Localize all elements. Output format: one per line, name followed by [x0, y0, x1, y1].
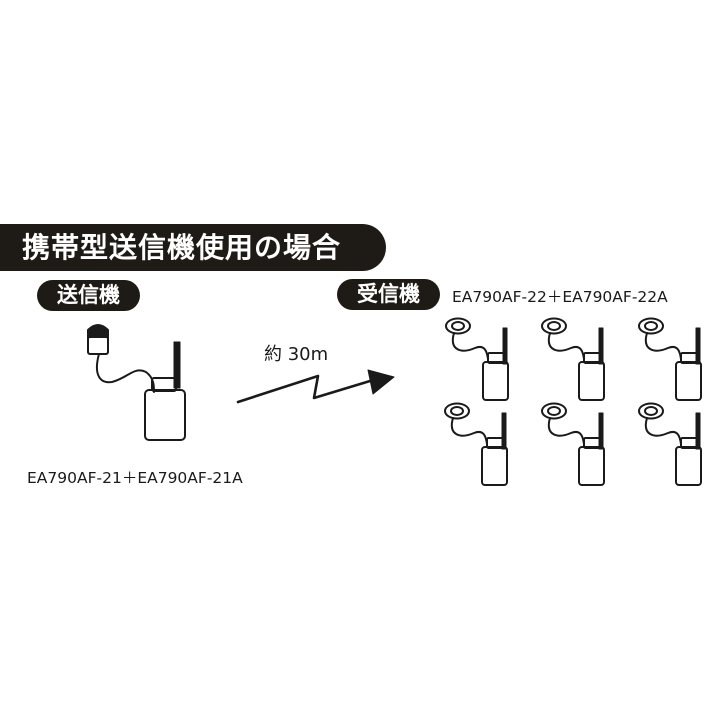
receiver-icon [638, 317, 702, 401]
receiver-icon [638, 402, 702, 486]
receiver-model: EA790AF-22＋EA790AF-22A [452, 288, 668, 306]
receiver-icon [541, 402, 605, 486]
transmitter-icon [144, 341, 186, 441]
receiver-set-4 [444, 402, 508, 486]
receiver-set-6 [638, 402, 702, 486]
distance-label: 約 30m [264, 344, 329, 365]
transmitter-model: EA790AF-21＋EA790AF-21A [27, 469, 243, 487]
receiver-icon [541, 317, 605, 401]
receiver-set-2 [541, 317, 605, 401]
microphone-icon [87, 324, 109, 355]
receiver-set-5 [541, 402, 605, 486]
page-title: 携帯型送信機使用の場合 [0, 224, 386, 271]
receiver-label: 受信機 [337, 279, 440, 310]
receiver-set-3 [638, 317, 702, 401]
microphone-cable [95, 353, 155, 393]
receiver-set-1 [445, 317, 509, 401]
receiver-icon [444, 402, 508, 486]
transmitter-label: 送信機 [37, 280, 140, 311]
transmitter-set [87, 324, 186, 441]
receiver-icon [445, 317, 509, 401]
signal-arrow-icon [236, 369, 395, 404]
